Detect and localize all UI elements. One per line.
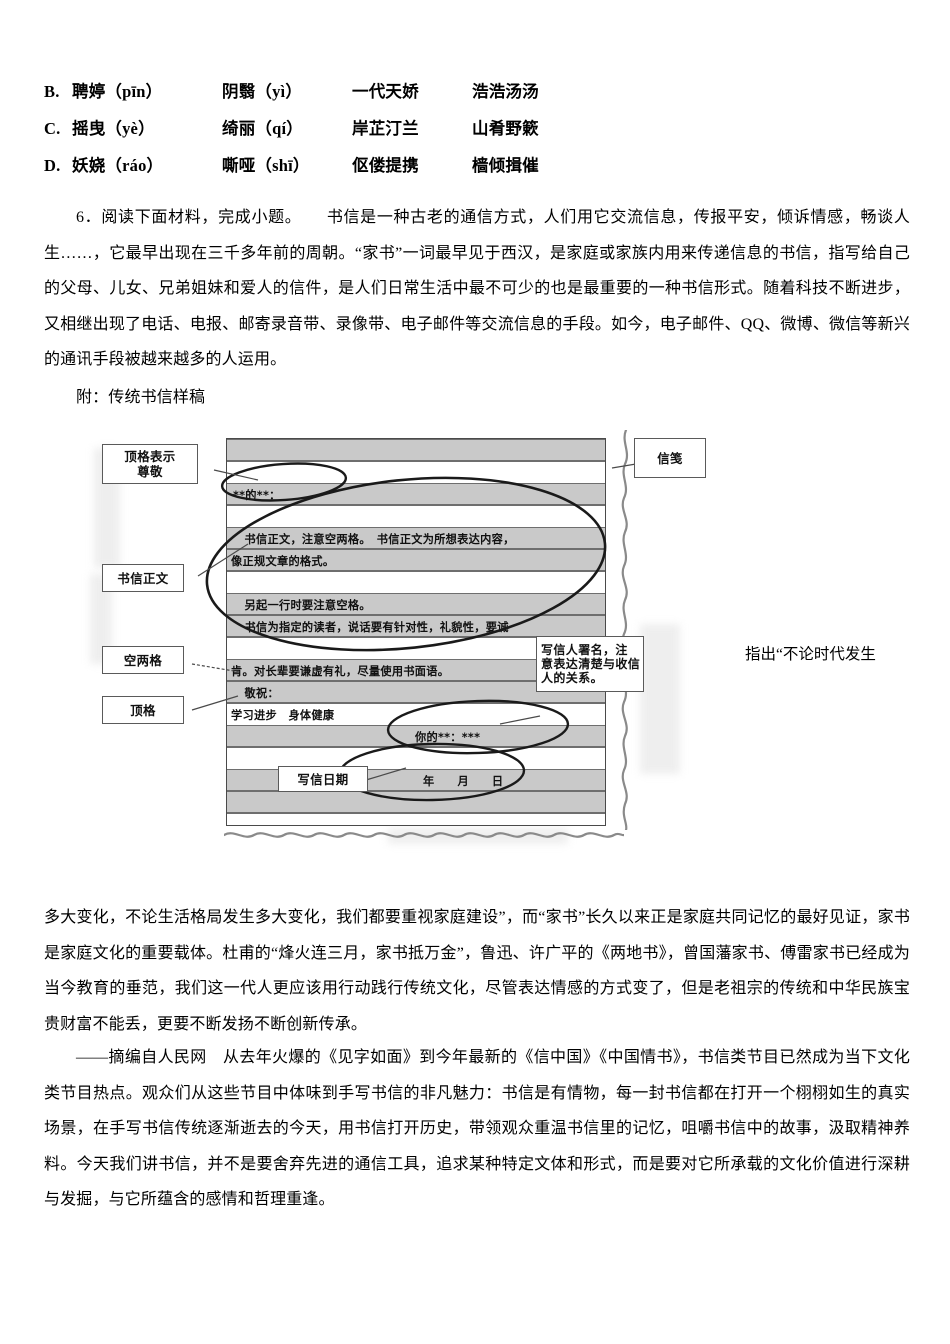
letter-format-diagram: **的**： 书信正文，注意空两格。 书信正文为所想表达内容， 像正规文章的格式…: [88, 424, 748, 854]
choice-option-b: B. 聘婷（pīn） 阴翳（yì） 一代天娇 浩浩汤汤: [44, 78, 664, 115]
choice-column-4: 山肴野簌: [472, 119, 539, 138]
choice-column-1: 摇曳（yè）: [72, 119, 155, 138]
paper-smudge: [90, 574, 112, 664]
choice-option-d: D. 妖娆（ráo） 嘶哑（shī） 伛偻提携 樯倾揖催: [44, 152, 664, 189]
choice-column-4: 樯倾揖催: [472, 156, 539, 175]
letter-line-date: 年 月 日: [423, 775, 504, 788]
label-letter-date: 写信日期: [278, 766, 368, 792]
label-signature-note: 写信人署名，注 意表达清楚与收信 人的关系。: [536, 636, 644, 692]
question-6-passage: 6．阅读下面材料，完成小题。 书信是一种古老的通信方式，人们用它交流信息，传报平…: [44, 209, 910, 368]
choice-column-1: 妖娆（ráo）: [72, 156, 164, 175]
torn-paper-right-edge: [621, 430, 629, 830]
letter-line-signature: 你的**：***: [415, 731, 481, 744]
choice-column-3: 伛偻提携: [352, 156, 419, 175]
sheet-band: [227, 439, 605, 461]
label-top-format: 顶格表示 尊敬: [102, 444, 198, 484]
choice-column-4: 浩浩汤汤: [472, 82, 539, 101]
letter-line-body-2: 像正规文章的格式。: [231, 555, 335, 568]
choice-column-2: 阴翳（yì）: [222, 82, 303, 101]
label-stationery: 信笺: [634, 438, 706, 478]
letter-line-salutation: **的**：: [233, 489, 281, 502]
attachment-caption: 附：传统书信样稿: [76, 389, 206, 406]
sheet-band: [227, 659, 605, 681]
sheet-rule: [227, 703, 605, 704]
side-running-text: 指出“不论时代发生: [745, 646, 876, 663]
letter-line-body-4: 书信为指定的读者，说话要有针对性，礼貌性，要诚: [233, 621, 509, 634]
passage-continuation-1: 多大变化，不论生活格局发生多大变化，我们都要重视家庭建设”，而“家书”长久以来正…: [44, 909, 910, 1033]
letter-line-closing: 敬祝：: [233, 687, 279, 700]
sheet-band: [227, 791, 605, 813]
sheet-rule: [227, 461, 605, 462]
passage-continuation-2: ——摘编自人民网 从去年火爆的《见字如面》到今年最新的《信中国》《中国情书》，书…: [44, 1049, 910, 1208]
paper-smudge: [640, 624, 680, 774]
label-two-spaces: 空两格: [102, 646, 184, 674]
choice-column-1: 聘婷（pīn）: [72, 82, 163, 101]
sheet-rule: [227, 747, 605, 748]
torn-paper-bottom-edge: [224, 832, 624, 838]
choice-letter: D.: [44, 156, 61, 175]
choice-letter: B.: [44, 82, 60, 101]
choice-option-c: C. 摇曳（yè） 绮丽（qí） 岸芷汀兰 山肴野簌: [44, 115, 664, 152]
sheet-rule: [227, 505, 605, 506]
choice-column-2: 绮丽（qí）: [222, 119, 303, 138]
paper-smudge: [388, 828, 568, 844]
letter-line-wishes: 学习进步 身体健康: [231, 709, 335, 722]
multiple-choice-list: B. 聘婷（pīn） 阴翳（yì） 一代天娇 浩浩汤汤 C. 摇曳（yè） 绮丽…: [44, 78, 664, 189]
label-top-align: 顶格: [102, 696, 184, 724]
letter-line-body-3: 另起一行时要注意空格。: [233, 599, 371, 612]
choice-column-2: 嘶哑（shī）: [222, 156, 310, 175]
sheet-rule: [227, 813, 605, 814]
sheet-band: [227, 483, 605, 505]
sheet-rule: [227, 571, 605, 572]
choice-letter: C.: [44, 119, 61, 138]
choice-column-3: 岸芷汀兰: [352, 119, 419, 138]
label-body-text: 书信正文: [102, 564, 184, 592]
letter-line-body-5: 肯。对长辈要谦虚有礼，尽量使用书面语。: [231, 665, 450, 678]
choice-column-3: 一代天娇: [352, 82, 419, 101]
letter-line-body-1: 书信正文，注意空两格。 书信正文为所想表达内容，: [233, 533, 515, 546]
